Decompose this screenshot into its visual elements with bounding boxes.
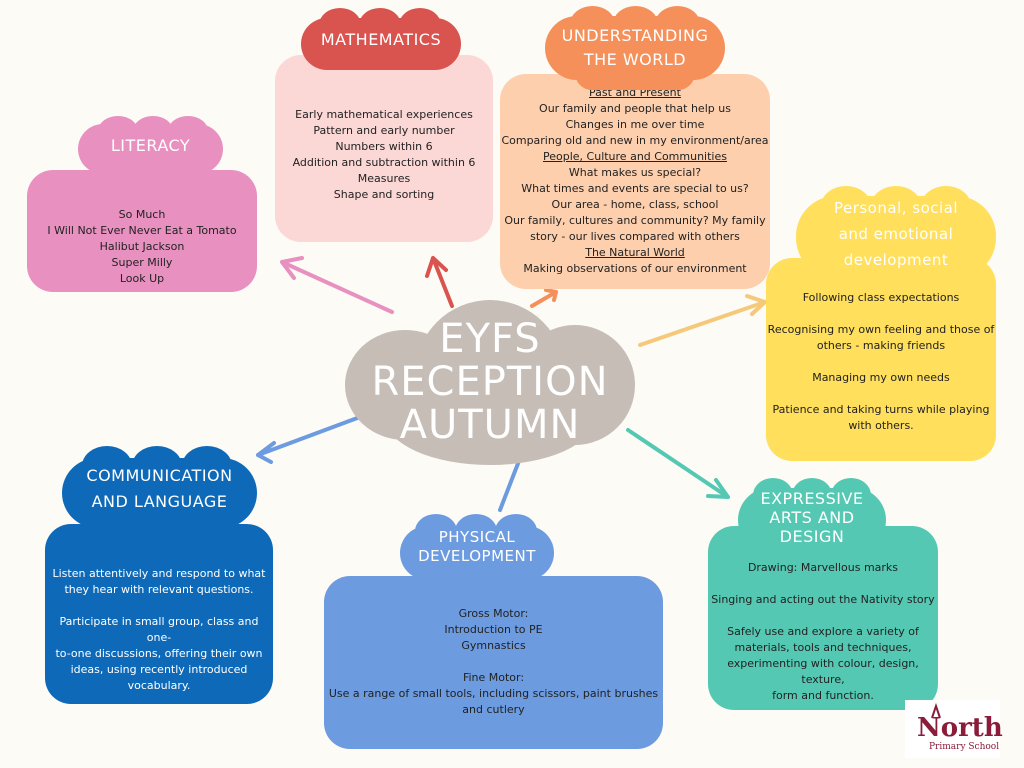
school-logo-name: North [917,713,1003,743]
physical-development-box: Gross Motor: Introduction to PE Gymnasti… [324,576,663,749]
literacy-title: LITERACY [110,135,191,155]
expressive-arts-title-cloud: EXPRESSIVE ARTS AND DESIGN [738,478,886,556]
psed-box: Following class expectations Recognising… [766,258,996,461]
center-title-cloud: EYFS RECEPTION AUTUMN [345,300,635,465]
school-logo-subtitle: Primary School [929,742,1000,752]
arrow-to-literacy [280,256,394,314]
literacy-title-cloud: LITERACY [78,116,223,174]
school-logo: North Primary School [905,700,1003,758]
arrow-to-psed [638,294,767,347]
physical-development-title-cloud: PHYSICAL DEVELOPMENT [400,514,554,580]
communication-language-box: Listen attentively and respond to what t… [45,524,273,704]
mathematics-box: Early mathematical experiences Pattern a… [275,55,493,242]
communication-language-title: COMMUNICATION AND LANGUAGE [86,465,233,511]
arrow-to-expressive [626,428,730,499]
communication-language-title-cloud: COMMUNICATION AND LANGUAGE [62,446,257,531]
psed-title-cloud: Personal, social and emotional developme… [796,186,996,281]
physical-development-title: PHYSICAL DEVELOPMENT [418,528,536,565]
expressive-arts-box: Drawing: Marvellous marks Singing and ac… [708,526,938,710]
mathematics-title: MATHEMATICS [320,29,442,49]
center-title: EYFS RECEPTION AUTUMN [371,316,609,448]
literacy-box: So Much I Will Not Ever Never Eat a Toma… [27,170,257,292]
arrow-to-world [530,288,558,308]
expressive-arts-title: EXPRESSIVE ARTS AND DESIGN [760,488,864,546]
arrow-to-communication [256,412,370,464]
understanding-world-title: UNDERSTANDING THE WORLD [561,26,709,69]
understanding-world-title-cloud: UNDERSTANDING THE WORLD [545,6,725,90]
mathematics-title-cloud: MATHEMATICS [301,8,461,70]
school-logo-mark [931,702,941,719]
arrow-to-mathematics [425,256,454,308]
understanding-world-box: Past and Present Our family and people t… [500,74,770,289]
psed-title: Personal, social and emotional developme… [833,198,959,269]
